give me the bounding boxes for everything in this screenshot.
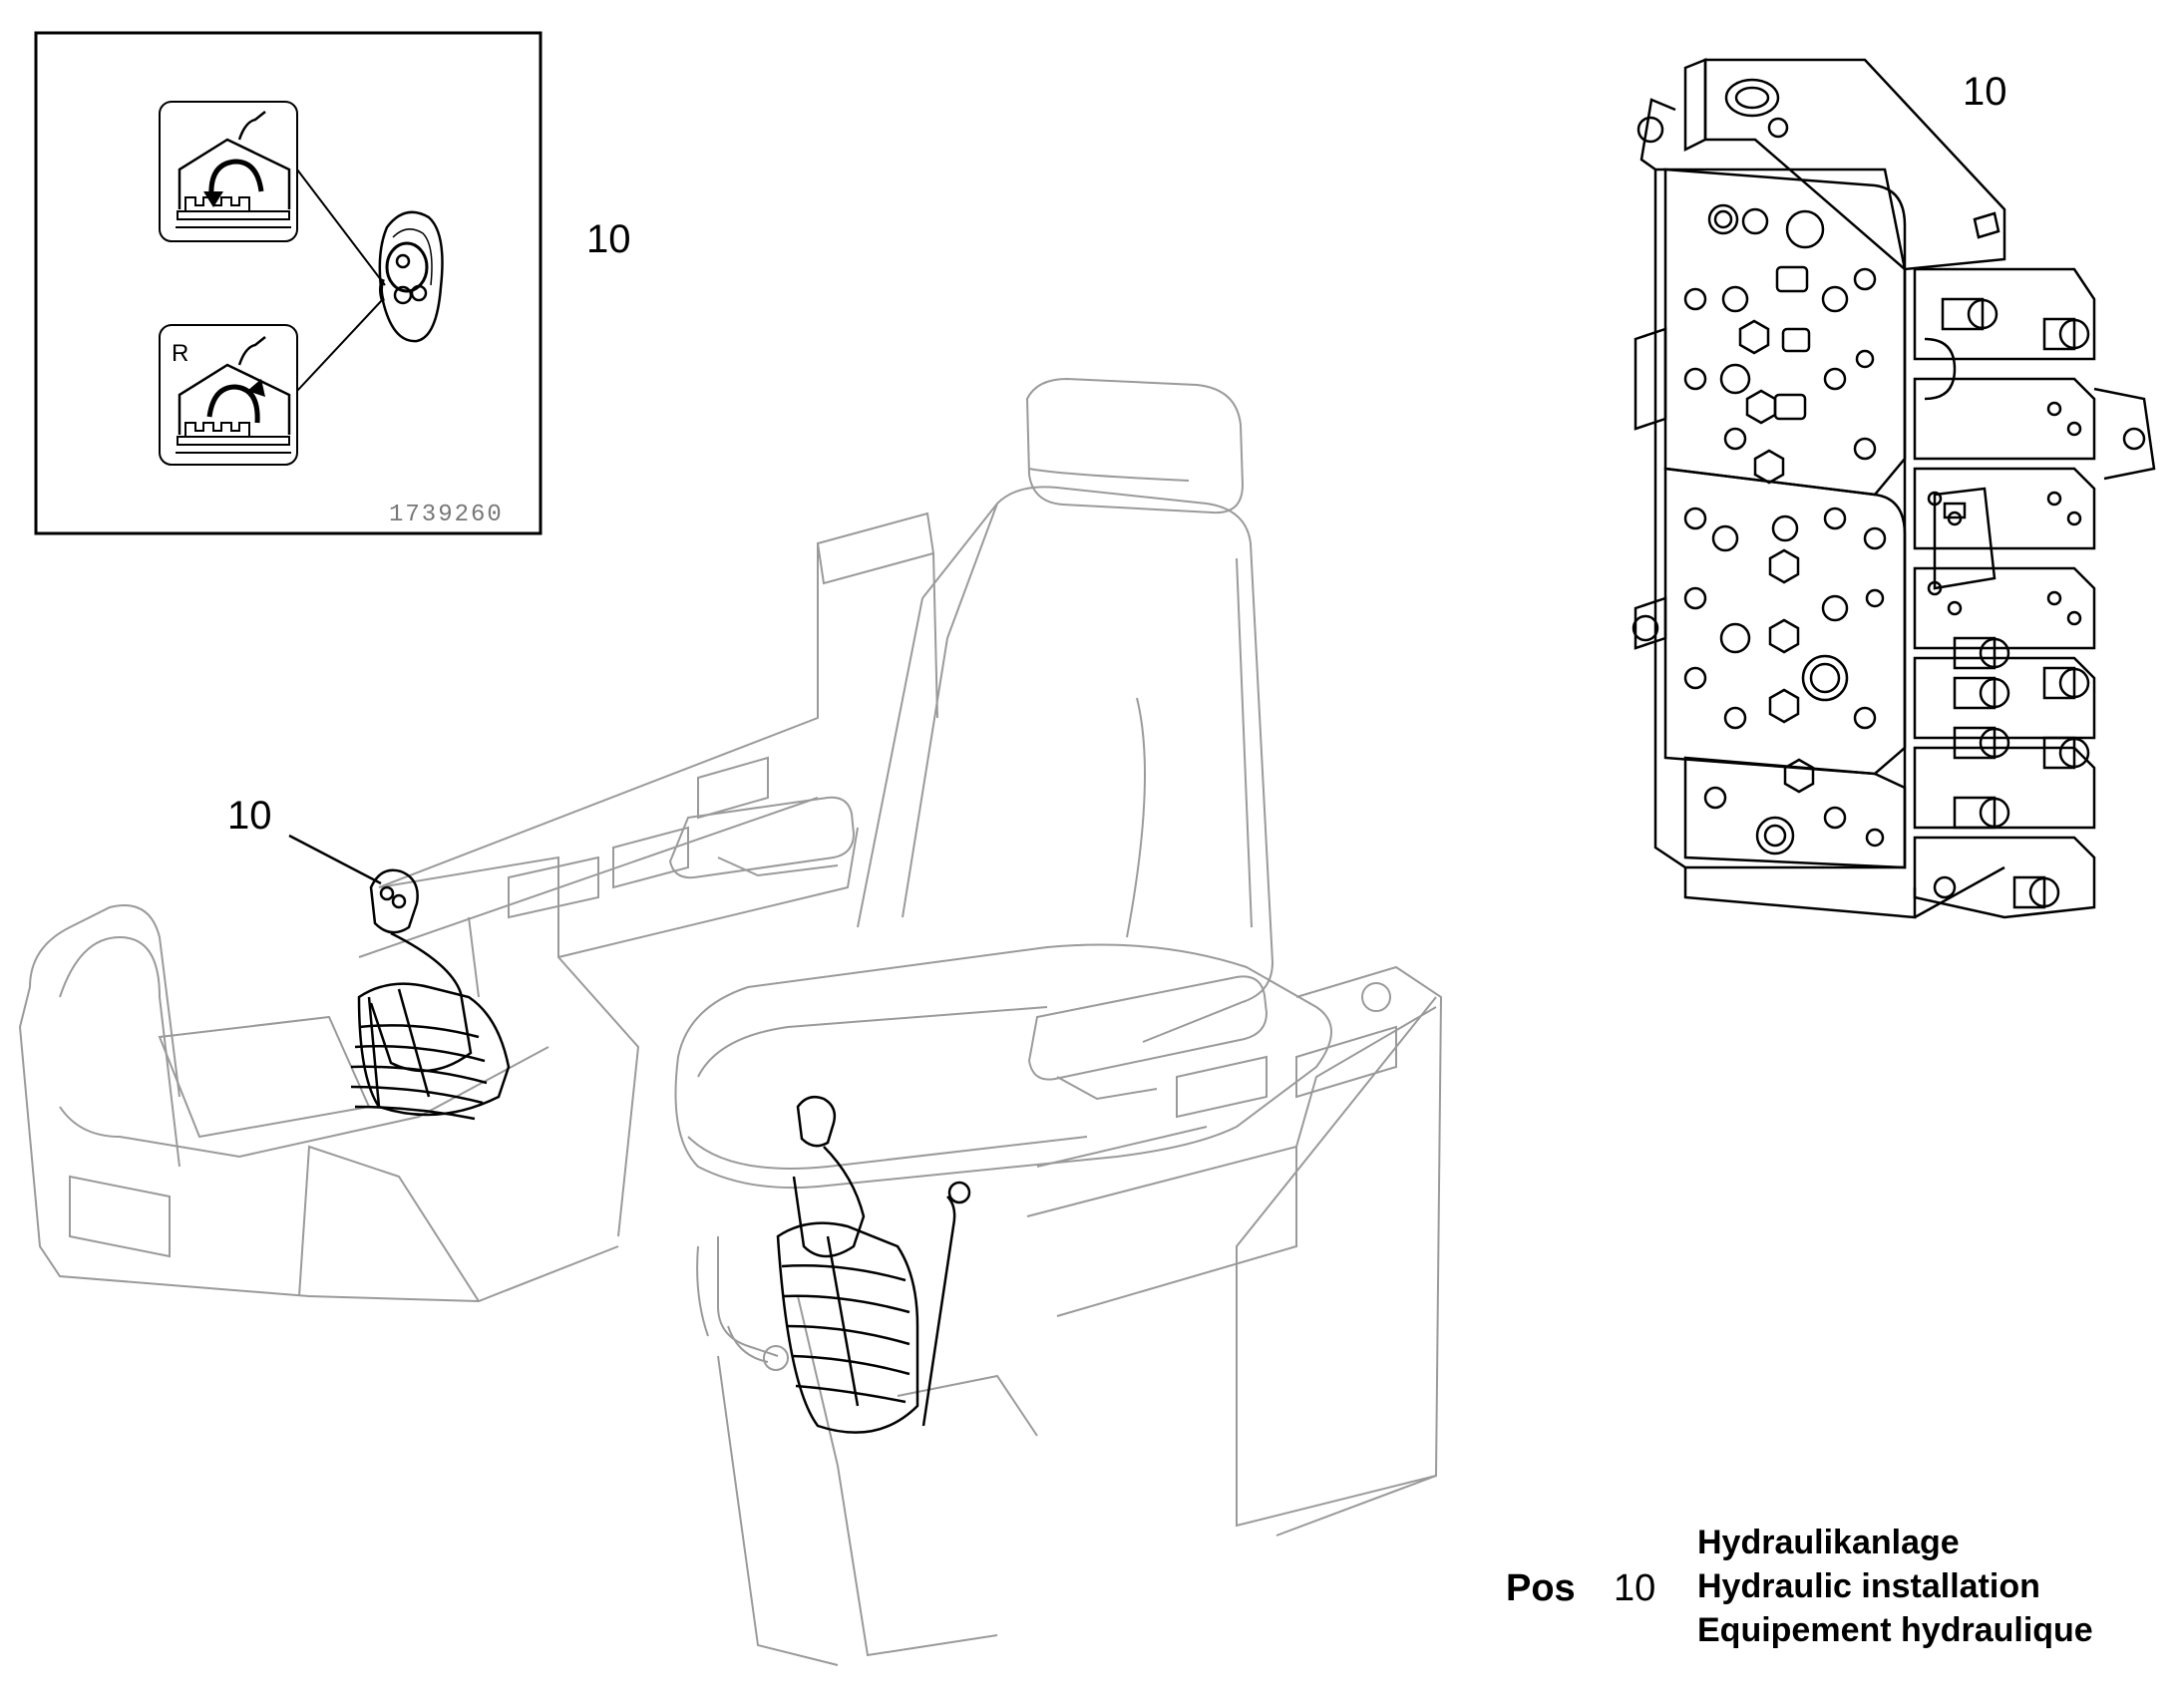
left-control-console-icon: [18, 512, 938, 1303]
rotate-counterclockwise-symbol-icon: R: [159, 324, 298, 466]
legend-description-de: Hydraulikanlage: [1697, 1524, 1960, 1561]
control-valve-block-icon: [1632, 58, 2156, 919]
inset-drawing-number: 1739260: [389, 502, 504, 528]
rotate-clockwise-symbol-icon: [159, 101, 298, 242]
right-joystick-icon: [776, 1096, 971, 1434]
left-joystick-icon: [350, 868, 511, 1121]
legend-pos-number: 10: [1614, 1567, 1656, 1609]
symbol-r-letter: R: [172, 340, 188, 367]
inset-detail: R: [34, 31, 543, 535]
rotary-switch-icon: [378, 210, 444, 343]
legend-description-fr: Equipement hydraulique: [1697, 1611, 2093, 1649]
joystick-leader-line: [288, 834, 382, 885]
right-control-console-icon: [717, 965, 1443, 1666]
valve-block-callout-number: 10: [1963, 70, 2007, 114]
joystick-callout-number: 10: [227, 794, 272, 838]
legend-description-en: Hydraulic installation: [1697, 1567, 2040, 1605]
inset-callout-number: 10: [586, 217, 631, 261]
operator-seat-icon: [668, 377, 1332, 1371]
legend-pos-label: Pos: [1506, 1567, 1576, 1609]
